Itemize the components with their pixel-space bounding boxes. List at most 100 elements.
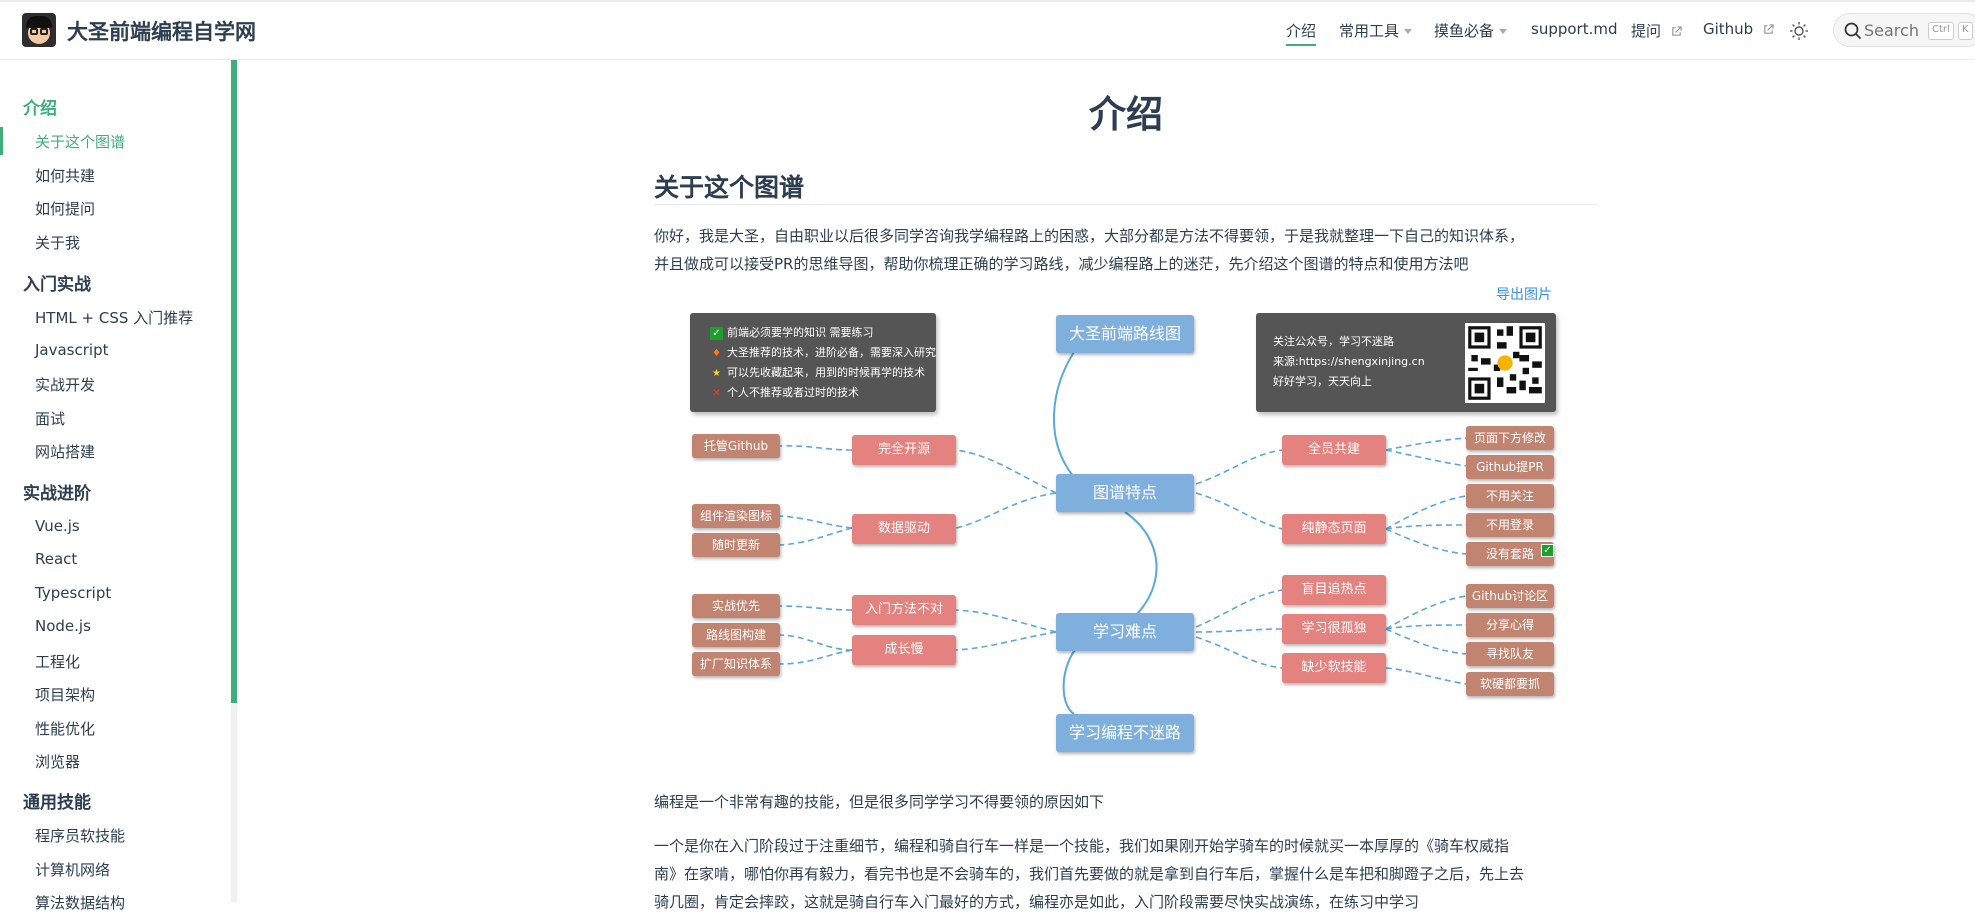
mindmap-leaf[interactable]: 软硬都要抓 — [1466, 672, 1554, 696]
mindmap-root-node[interactable]: 大圣前端路线图 — [1056, 315, 1194, 353]
mindmap-leaf[interactable]: 不用关注 — [1466, 484, 1554, 508]
cross-icon: ✕ — [712, 387, 721, 399]
mindmap-node[interactable]: 成长慢 — [852, 635, 956, 665]
kbd-k: K — [1958, 22, 1973, 40]
sidebar-scrollbar-track[interactable] — [231, 703, 237, 902]
mindmap-leaf[interactable]: 实战优先 — [692, 594, 780, 618]
qr-text-line: 关注公众号，学习不迷路 — [1273, 335, 1394, 348]
sidebar-item-typescript[interactable]: Typescript — [35, 584, 112, 602]
nav-tools-label: 常用工具 — [1339, 22, 1400, 40]
sidebar — [0, 60, 236, 902]
sidebar-item-vue[interactable]: Vue.js — [35, 517, 80, 535]
after-map-text: 编程是一个非常有趣的技能，但是很多同学学习不得要领的原因如下 — [654, 793, 1105, 811]
mindmap-node[interactable]: 缺少软技能 — [1282, 653, 1386, 683]
paragraph-line-1: 一个是你在入门阶段过于注重细节，编程和骑自行车一样是一个技能，我们如果刚开始学骑… — [654, 837, 1510, 855]
kbd-ctrl: Ctrl — [1928, 22, 1954, 40]
sun-icon[interactable] — [1788, 20, 1810, 42]
qr-text-line: 来源:https://shengxinjing.cn — [1273, 355, 1425, 368]
export-image-link[interactable]: 导出图片 — [1496, 287, 1552, 303]
site-logo[interactable] — [22, 13, 56, 47]
nav-github-label: Github — [1703, 20, 1754, 38]
page-title: 介绍 — [1089, 93, 1163, 136]
mindmap-leaf[interactable]: 寻找队友 — [1466, 642, 1554, 666]
mindmap-node[interactable]: 学习很孤独 — [1282, 614, 1386, 644]
mindmap-node[interactable]: 数据驱动 — [852, 514, 956, 544]
sidebar-item-javascript[interactable]: Javascript — [35, 341, 109, 359]
legend-item: ✓前端必须要学的知识 需要练习 — [710, 324, 874, 340]
sidebar-item-html-css[interactable]: HTML + CSS 入门推荐 — [35, 309, 194, 327]
legend-item: ✕ 个人不推荐或者过时的技术 — [710, 384, 859, 400]
sidebar-item-browser[interactable]: 浏览器 — [35, 753, 81, 771]
star-icon: ★ — [712, 367, 721, 379]
mindmap-leaf[interactable]: Github提PR — [1466, 455, 1554, 479]
nav-github[interactable]: Github — [1703, 20, 1774, 38]
sidebar-item-performance[interactable]: 性能优化 — [35, 720, 96, 738]
sidebar-group-advanced[interactable]: 实战进阶 — [23, 484, 91, 504]
nav-fish-label: 摸鱼必备 — [1434, 22, 1495, 40]
mindmap-node[interactable]: 全员共建 — [1282, 435, 1386, 465]
sidebar-item-practice[interactable]: 实战开发 — [35, 376, 96, 394]
sidebar-scrollbar-thumb[interactable] — [231, 60, 237, 703]
legend-item: ★ 可以先收藏起来，用到的时候再学的技术 — [710, 364, 925, 380]
nav-ask-label: 提问 — [1631, 22, 1662, 40]
sidebar-item-algorithms[interactable]: 算法数据结构 — [35, 894, 126, 912]
mindmap-leaf[interactable]: 随时更新 — [692, 533, 780, 557]
sidebar-item-about-me[interactable]: 关于我 — [35, 234, 81, 252]
sidebar-item-contribute[interactable]: 如何共建 — [35, 167, 96, 185]
mindmap-feature-node[interactable]: 图谱特点 — [1056, 474, 1194, 512]
nav-tools[interactable]: 常用工具 — [1339, 20, 1413, 41]
mindmap-difficulty-node[interactable]: 学习难点 — [1056, 613, 1194, 651]
legend-text: 个人不推荐或者过时的技术 — [727, 386, 859, 399]
sidebar-group-general[interactable]: 通用技能 — [23, 793, 91, 813]
mindmap-leaf[interactable]: 不用登录 — [1466, 513, 1554, 537]
legend-text: 可以先收藏起来，用到的时候再学的技术 — [727, 366, 925, 379]
sidebar-item-react[interactable]: React — [35, 550, 78, 568]
intro-line-1: 你好，我是大圣，自由职业以后很多同学咨询我学编程路上的困惑，大部分都是方法不得要… — [654, 227, 1525, 245]
nav-intro[interactable]: 介绍 — [1286, 20, 1317, 46]
check-icon: ✓ — [710, 326, 723, 340]
mindmap-leaf[interactable]: 路线图构建 — [692, 623, 780, 647]
top-divider — [0, 0, 1975, 2]
mindmap-leaf[interactable]: 页面下方修改 — [1466, 426, 1554, 450]
nav-ask[interactable]: 提问 — [1631, 20, 1682, 41]
search-input[interactable] — [1864, 21, 1924, 40]
mindmap-node[interactable]: 完全开源 — [852, 435, 956, 465]
sidebar-item-how-to-ask[interactable]: 如何提问 — [35, 200, 96, 218]
mindmap-leaf[interactable]: 没有套路 — [1466, 542, 1554, 566]
sidebar-item-nodejs[interactable]: Node.js — [35, 617, 91, 635]
sidebar-item-website[interactable]: 网站搭建 — [35, 443, 96, 461]
mindmap-node[interactable]: 盲目追热点 — [1282, 575, 1386, 605]
chevron-down-icon — [1499, 29, 1508, 34]
mindmap-leaf[interactable]: 分享心得 — [1466, 613, 1554, 637]
top-navbar: 大圣前端编程自学网 介绍 常用工具 摸鱼必备 support.md 提问 Git… — [0, 0, 1975, 60]
mindmap-leaf[interactable]: 扩厂知识体系 — [692, 652, 780, 676]
mindmap-leaf[interactable]: 组件渲染图标 — [692, 504, 780, 528]
external-link-icon — [1672, 26, 1682, 36]
sidebar-item-engineering[interactable]: 工程化 — [35, 653, 81, 671]
paragraph-line-2: 南》在家啃，哪怕你再有毅力，看完书也是不会骑车的，我们首先要做的就是拿到自行车后… — [654, 865, 1525, 883]
qr-code-icon — [1465, 323, 1545, 403]
section-divider — [654, 204, 1598, 205]
mindmap-node[interactable]: 纯静态页面 — [1282, 514, 1386, 544]
site-title[interactable]: 大圣前端编程自学网 — [67, 20, 256, 44]
nav-fish[interactable]: 摸鱼必备 — [1434, 20, 1508, 41]
search-button[interactable]: Ctrl K — [1833, 13, 1975, 47]
mindmap-leaf[interactable]: 托管Github — [692, 434, 780, 458]
sidebar-item-about-map[interactable]: 关于这个图谱 — [35, 133, 126, 151]
sidebar-group-intro[interactable]: 介绍 — [23, 99, 57, 119]
sidebar-item-architecture[interactable]: 项目架构 — [35, 686, 96, 704]
paragraph-line-3: 骑几圈，肯定会摔跤，这就是骑自行车入门最好的方式，编程亦是如此，入门阶段需要尽快… — [654, 893, 1420, 911]
qr-text-line: 好好学习，天天向上 — [1273, 375, 1372, 388]
section-title: 关于这个图谱 — [654, 173, 805, 202]
sidebar-item-network[interactable]: 计算机网络 — [35, 861, 111, 879]
mindmap-node[interactable]: 入门方法不对 — [852, 595, 956, 625]
sidebar-group-beginner[interactable]: 入门实战 — [23, 275, 91, 295]
mindmap-leaf[interactable]: Github讨论区 — [1466, 584, 1554, 608]
mindmap-bottom-node[interactable]: 学习编程不迷路 — [1056, 714, 1194, 752]
legend-item: ♦大圣推荐的技术，进阶必备，需要深入研究 — [710, 344, 936, 360]
nav-support[interactable]: support.md — [1531, 20, 1618, 38]
sidebar-item-interview[interactable]: 面试 — [35, 410, 66, 428]
sidebar-item-soft-skills[interactable]: 程序员软技能 — [35, 827, 126, 845]
search-icon — [1844, 22, 1862, 40]
chevron-down-icon — [1404, 29, 1413, 34]
